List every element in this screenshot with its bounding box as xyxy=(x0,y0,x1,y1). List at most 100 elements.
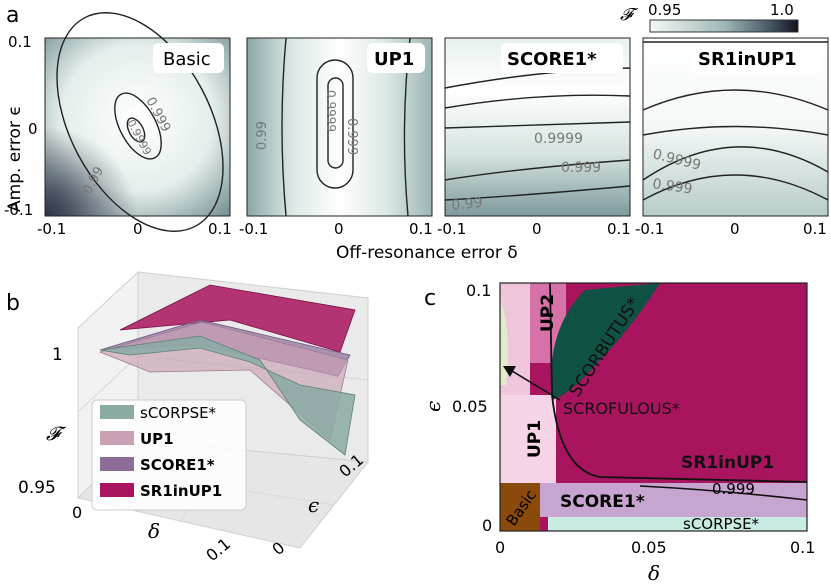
b-xtick-01: 0.1 xyxy=(202,534,234,565)
legend-swatch-scorpse xyxy=(100,405,134,419)
region-up1 xyxy=(500,395,556,483)
region-scrofulous xyxy=(500,300,508,385)
a-ylabel: Amp. error ϵ xyxy=(5,105,25,212)
region-scorbutus xyxy=(550,283,660,400)
colorbar-symbol: 𝓕 xyxy=(620,5,639,25)
legend-box xyxy=(91,399,247,511)
c-xtick-left: 0 xyxy=(495,538,505,557)
contour-label-up1-099: 0.99 xyxy=(255,121,270,150)
a-xtick-2-left: -0.1 xyxy=(239,220,268,238)
legend-label-scorpse: sCORPSE* xyxy=(140,404,217,422)
contour-score1-d xyxy=(444,159,631,181)
surface-sr1inup1 xyxy=(119,284,356,353)
b-zlabel: 𝓕 xyxy=(46,423,67,445)
legend-label-up1: UP1 xyxy=(140,430,174,448)
subplot-score1-frame xyxy=(444,37,631,217)
colorbar-min-label: 0.95 xyxy=(648,1,681,19)
c-xtick-right: 0.1 xyxy=(790,538,815,557)
a-xtick-4-mid: 0 xyxy=(730,220,740,238)
contour-sr1-a xyxy=(642,89,829,111)
subplot-basic: 0.999 0.9999 0.99 Basic xyxy=(44,12,231,232)
subplot-sr1inup1-frame xyxy=(642,37,829,217)
a-xtick-3-left: -0.1 xyxy=(437,220,466,238)
contour-up1-0999 xyxy=(316,59,354,189)
b-xlabel: δ xyxy=(148,519,160,543)
b-ztick-bottom: 0.95 xyxy=(18,478,56,498)
c-ytick-mid: 0.05 xyxy=(452,397,488,416)
legend-swatch-up1 xyxy=(100,431,134,445)
contour-sr1-d xyxy=(642,174,829,201)
contour-basic-099 xyxy=(56,12,224,232)
c-contour-label-0999: 0.999 xyxy=(712,480,755,498)
contour-basic-09999 xyxy=(126,117,146,143)
c-region-label-scrofulous: SCROFULOUS* xyxy=(563,399,680,418)
legend-label-score1: SCORE1* xyxy=(140,456,215,474)
contour-sr1-c xyxy=(642,146,829,181)
colorbar-max-label: 1.0 xyxy=(770,1,794,19)
grid-line xyxy=(77,355,139,413)
a-xtick-4-right: 0.1 xyxy=(803,220,827,238)
a-xtick-3-right: 0.1 xyxy=(607,220,631,238)
a-xtick-3-mid: 0 xyxy=(532,220,542,238)
contour-0999-line xyxy=(639,485,808,501)
c-ytick-top: 0.1 xyxy=(466,281,491,300)
subplot-title-score1: SCORE1* xyxy=(507,49,597,70)
subplot-title-bg-up1 xyxy=(367,43,425,73)
subplot-basic-frame xyxy=(44,37,231,217)
legend-swatch-score1 xyxy=(100,457,134,471)
arrow-line xyxy=(506,367,561,401)
a-xtick-4-left: -0.1 xyxy=(635,220,664,238)
c-xlabel: δ xyxy=(648,561,660,585)
c-ytick-bottom: 0 xyxy=(482,516,492,535)
b-ylabel: ϵ xyxy=(308,493,319,517)
subplot-title-bg-basic xyxy=(153,43,224,73)
region-map xyxy=(499,282,808,532)
a-xtick-2-mid: 0 xyxy=(334,220,344,238)
contour-score1-e xyxy=(444,185,631,201)
subplot-sr1inup1: 0.9999 0.999 SR1inUP1 xyxy=(642,37,829,217)
contour-label-up1-0999: 0.999 xyxy=(344,118,359,155)
legend-swatch-sr1inup1 xyxy=(100,483,134,497)
c-region-label-up1: UP1 xyxy=(525,420,545,458)
c-xtick-mid: 0.05 xyxy=(631,538,667,557)
contour-label-score1-09999: 0.9999 xyxy=(534,131,583,147)
contour-score1-b xyxy=(444,94,631,109)
c-region-label-score1: SCORE1* xyxy=(560,492,645,512)
a-xtick-2-right: 0.1 xyxy=(409,220,433,238)
b-xtick-0: 0 xyxy=(72,503,82,522)
panel-letter-b: b xyxy=(6,291,20,316)
a-xtick-1-left: -0.1 xyxy=(37,220,66,238)
c-region-label-sr1inup1: SR1inUP1 xyxy=(681,453,774,473)
region-basic xyxy=(500,483,540,531)
contour-label-score1-0999: 0.999 xyxy=(561,160,601,176)
subplot-title-sr1inup1: SR1inUP1 xyxy=(698,49,797,70)
panel-letter-a: a xyxy=(6,3,19,28)
subplot-title-bg-score1 xyxy=(501,43,623,73)
a-xlabel: Off-resonance error δ xyxy=(336,243,518,263)
panel-letter-c: c xyxy=(424,286,436,311)
a-ytick-bottom: -0.1 xyxy=(4,201,33,219)
subplot-title-bg-sr1inup1 xyxy=(690,43,822,73)
a-ytick-mid: 0 xyxy=(28,120,38,138)
c-region-label-up2: UP2 xyxy=(538,294,558,332)
region-map-frame xyxy=(499,282,808,532)
contour-score1-c xyxy=(444,121,631,129)
c-region-label-scorpse: sCORPSE* xyxy=(683,515,760,533)
subplot-title-up1: UP1 xyxy=(374,49,414,70)
a-xtick-1-right: 0.1 xyxy=(208,220,232,238)
region-scorpse xyxy=(548,517,807,531)
subplot-up1-frame xyxy=(246,37,433,217)
contour-label-score1-099: 0.99 xyxy=(451,195,484,214)
surface-scorpse xyxy=(99,335,356,456)
subplot-title-basic: Basic xyxy=(163,49,211,70)
contour-label-sr1-0999: 0.999 xyxy=(651,176,693,197)
a-xtick-1-mid: 0 xyxy=(133,220,143,238)
contour-basic-0999 xyxy=(114,92,162,160)
contour-sr1-b xyxy=(642,125,829,136)
subplot-score1: 0.9999 0.999 0.99 SCORE1* xyxy=(444,37,631,217)
b-ztick-top: 1 xyxy=(52,345,63,365)
contour-label-up1-09999: 0.9999 xyxy=(324,90,338,132)
boundary-line xyxy=(549,282,808,483)
contour-up1-099-left xyxy=(281,37,287,217)
